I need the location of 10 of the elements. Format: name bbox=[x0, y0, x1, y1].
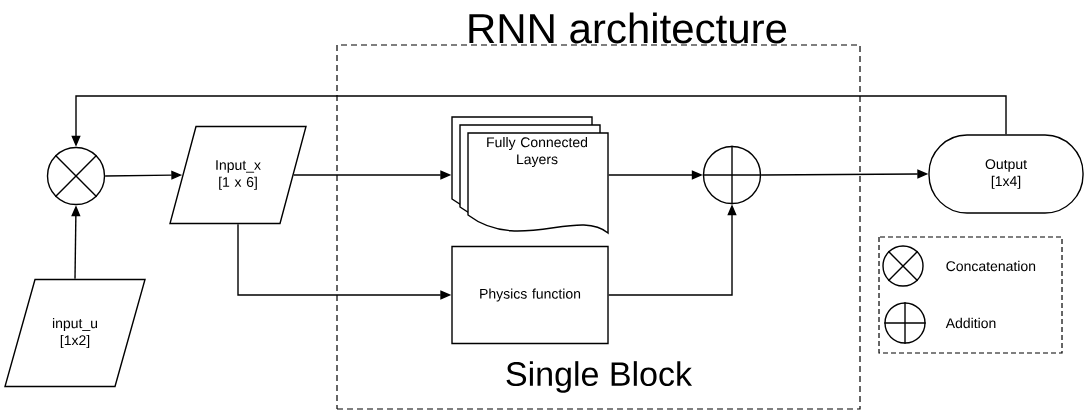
input-parallelogram: input_u [1x2] bbox=[4, 278, 146, 388]
terminal-box: Output [1x4] bbox=[928, 134, 1084, 214]
concatenation-circle bbox=[46, 146, 106, 206]
legend-label: Addition bbox=[945, 317, 996, 329]
title: RNN architecture bbox=[469, 12, 787, 44]
legend-label: Concatenation bbox=[946, 260, 1036, 272]
stacked-document: Fully Connected Layers bbox=[451, 116, 609, 234]
input-parallelogram: Input_x [1 x 6] bbox=[169, 125, 307, 225]
process-box: Physics function bbox=[451, 245, 609, 345]
addition-circle bbox=[702, 145, 762, 205]
